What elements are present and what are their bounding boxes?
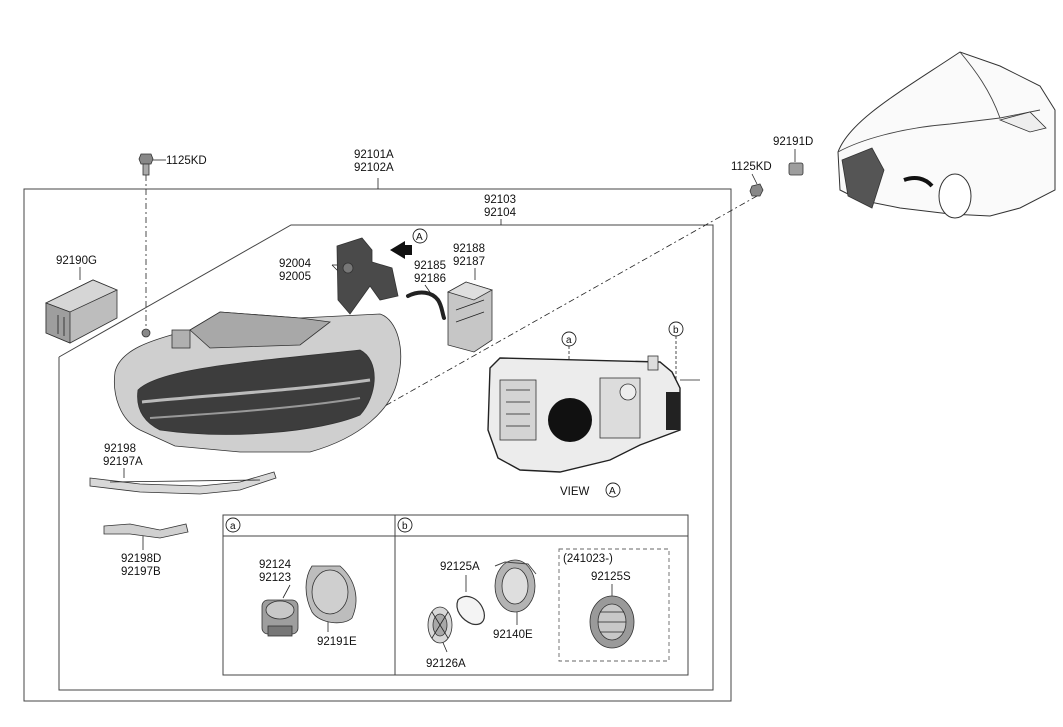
svg-text:a: a [230, 521, 236, 532]
label-bolt-right: 1125KD [731, 161, 772, 173]
label-trim-4: 92197B [121, 566, 161, 578]
label-module-2: 92187 [453, 256, 485, 268]
svg-text:b: b [402, 521, 408, 532]
bolt-top [138, 153, 154, 176]
headlamp-housing [114, 311, 402, 453]
label-view: VIEW [560, 486, 590, 498]
cap-top-part [788, 162, 804, 176]
label-socket: 92125S [591, 571, 631, 583]
label-inner-2: 92104 [484, 207, 517, 219]
cap-part [427, 606, 453, 644]
marker-a: a [561, 331, 577, 405]
label-date-code: (241023-) [563, 553, 613, 565]
car-front-illustration [837, 51, 1056, 219]
rear-view-lamp [487, 355, 700, 473]
bolt-right-part [749, 183, 764, 197]
label-motor-2: 92123 [259, 572, 291, 584]
label-hose-2: 92186 [414, 273, 446, 285]
revision-dashed-box [558, 548, 670, 662]
trim-strip-short [103, 523, 189, 539]
led-module [446, 281, 494, 353]
trim-strip-long [89, 471, 277, 495]
label-trim-1: 92198 [104, 443, 136, 455]
panel-a-marker: a [225, 517, 241, 533]
label-motor-1: 92124 [259, 559, 292, 571]
svg-text:a: a [566, 335, 572, 346]
dust-cover-a [305, 565, 357, 624]
label-hose-1: 92185 [414, 260, 446, 272]
label-ballast: 92190G [56, 255, 97, 267]
label-bracket-2: 92005 [279, 271, 311, 283]
label-gasket: 92125A [440, 561, 480, 573]
label-trim-2: 92197A [103, 456, 143, 468]
callout-a-arrow: A [390, 228, 428, 259]
marker-b: b [668, 321, 684, 395]
ballast-module [44, 279, 118, 344]
hose-part [406, 290, 446, 320]
label-cover-a: 92191E [317, 636, 357, 648]
svg-text:A: A [609, 486, 616, 497]
label-ring: 92140E [493, 629, 533, 641]
svg-text:b: b [673, 325, 679, 336]
leveling-motor [261, 599, 299, 637]
detail-panel-frame [222, 514, 689, 676]
outer-assembly-frame [23, 188, 732, 702]
label-bracket-1: 92004 [279, 258, 312, 270]
bracket-part [336, 237, 399, 315]
label-cap: 92126A [426, 658, 466, 670]
label-cap-top: 92191D [773, 136, 813, 148]
panel-b-marker: b [397, 517, 413, 533]
label-module-1: 92188 [453, 243, 485, 255]
socket-part [589, 595, 635, 649]
label-inner-1: 92103 [484, 194, 516, 206]
svg-text:A: A [416, 232, 423, 243]
gasket-part [456, 595, 485, 626]
callout-a-view: A [605, 482, 621, 498]
label-bolt-top: 1125KD [166, 155, 207, 167]
label-trim-3: 92198D [121, 553, 161, 565]
retaining-ring [494, 559, 537, 613]
inner-assembly-frame [58, 224, 714, 691]
label-assembly-1: 92101A [354, 149, 394, 161]
label-assembly-2: 92102A [354, 162, 394, 174]
